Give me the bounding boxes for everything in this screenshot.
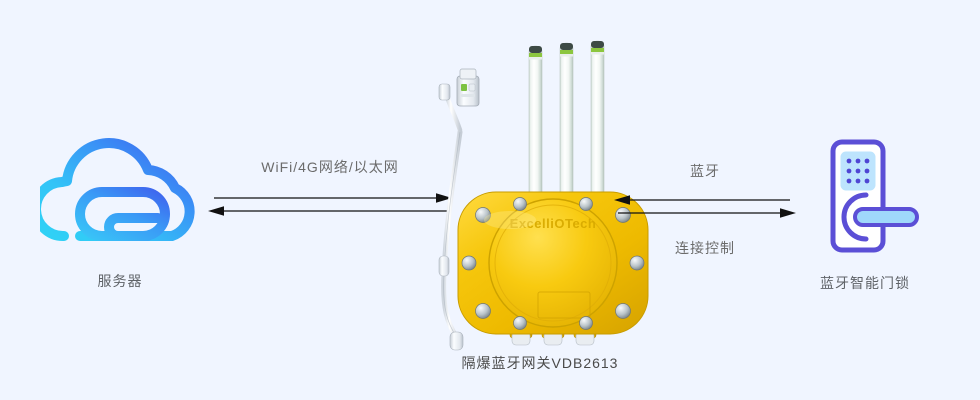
link-server-to-gateway: WiFi/4G网络/以太网 xyxy=(206,160,454,225)
node-label-gateway: 隔爆蓝牙网关VDB2613 xyxy=(461,355,619,371)
arrow-pair-right xyxy=(612,192,798,227)
link-caption-wifi: WiFi/4G网络/以太网 xyxy=(261,159,399,175)
gateway-brand-text: ExcelliOTech xyxy=(510,216,597,231)
cloud-icon-wrap xyxy=(35,118,205,268)
explosion-proof-bluetooth-gateway-image: ExcelliOTech xyxy=(438,40,649,351)
enclosure-bolts xyxy=(461,197,645,330)
node-label-server: 服务器 xyxy=(97,273,143,289)
ethernet-cable xyxy=(438,68,480,351)
node-lock: 蓝牙智能门锁 xyxy=(780,128,950,290)
bidirectional-arrows-right xyxy=(614,195,796,218)
cloud-icon xyxy=(40,138,195,241)
smart-door-lock-icon xyxy=(830,139,919,253)
arrow-pair-left xyxy=(206,190,454,225)
node-label-lock: 蓝牙智能门锁 xyxy=(820,275,910,291)
lock-icon-wrap xyxy=(780,128,950,268)
node-gateway: ExcelliOTech xyxy=(410,24,670,370)
gateway-enclosure: ExcelliOTech xyxy=(457,191,649,335)
link-caption-connection-control: 连接控制 xyxy=(675,240,735,256)
link-gateway-to-lock: 蓝牙 连接控制 xyxy=(612,164,798,255)
gateway-image-wrap: ExcelliOTech xyxy=(410,24,670,354)
keypad-dots xyxy=(846,158,870,184)
bidirectional-arrows-left xyxy=(208,193,452,216)
node-server: 服务器 xyxy=(35,118,205,288)
rj45-connector xyxy=(456,68,480,107)
link-caption-bluetooth: 蓝牙 xyxy=(690,163,720,179)
